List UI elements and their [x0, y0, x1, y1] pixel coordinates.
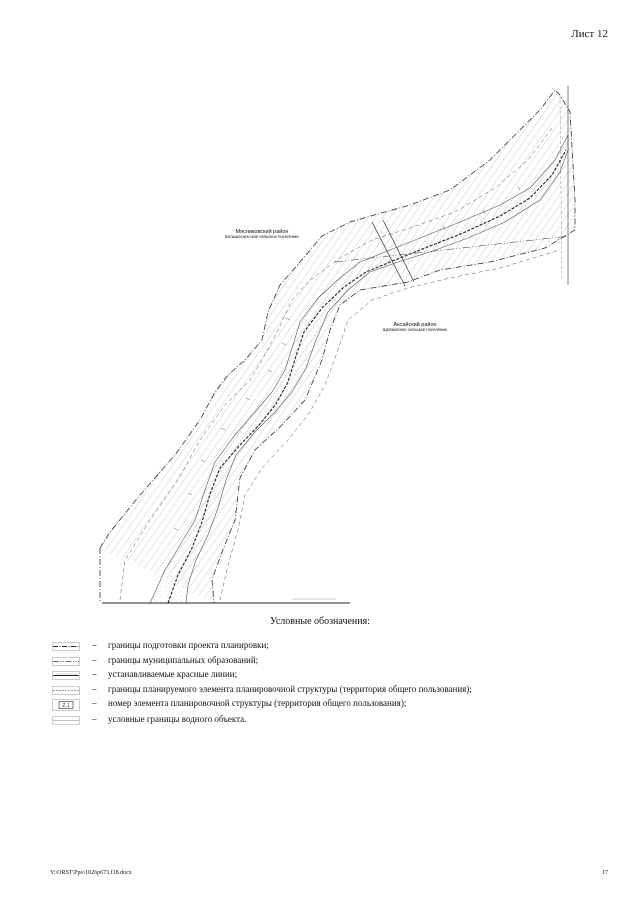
legend-item: Z.1 – номер элемента планировочной струк…: [52, 698, 612, 714]
legend-title: Условные обозначения:: [269, 616, 370, 627]
element-number-symbol-label: Z.1: [62, 703, 69, 709]
region-label-left: Мясниковский район Большесальское сельск…: [212, 229, 312, 240]
legend-item: – границы планируемого элемента планиров…: [52, 684, 612, 699]
legend-text: границы муниципальных образований;: [108, 654, 259, 665]
legend-dash: –: [92, 698, 97, 708]
legend-dash: –: [92, 669, 97, 679]
legend-dash: –: [92, 654, 97, 665]
legend: – границы подготовки проекта планировки;…: [52, 640, 612, 729]
water-boundary-icon: [52, 716, 80, 725]
footer-file-path: Y:\ORST\Ppo\1026p673.f18.docx: [50, 870, 132, 876]
legend-text: номер элемента планировочной структуры (…: [108, 698, 407, 708]
legend-item: – границы муниципальных образований;: [52, 655, 612, 670]
planning-boundary-icon: [52, 642, 80, 651]
legend-dash: –: [92, 683, 97, 694]
planning-map: Мясниковский район Большесальское сельск…: [99, 86, 576, 604]
municipal-boundary-icon: [52, 656, 80, 666]
sheet-number: Лист 12: [571, 28, 608, 40]
settlement-name-right: Щепкинское сельское поселение: [382, 327, 448, 333]
settlement-name-left: Большесальское сельское поселение: [225, 234, 299, 240]
red-lines-icon: [52, 671, 80, 680]
municipal-boundary-line: [371, 219, 415, 287]
map-drawing: [99, 86, 576, 604]
red-line: [167, 149, 567, 604]
legend-text: границы планируемого элемента планировоч…: [108, 683, 472, 694]
legend-item: – устанавливаемые красные линии;: [52, 669, 612, 684]
legend-item: – условные границы водного объекта.: [52, 714, 612, 729]
legend-dash: –: [92, 640, 97, 650]
region-name-right: Аксайский район: [393, 322, 437, 328]
element-number-icon: Z.1: [52, 699, 80, 711]
region-label-right: Аксайский район Щепкинское сельское посе…: [365, 322, 465, 333]
legend-text: устанавливаемые красные линии;: [108, 669, 238, 679]
legend-text: условные границы водного объекта.: [108, 714, 247, 724]
planning-boundary-line: [99, 89, 576, 604]
region-name-left: Мясниковский район: [235, 229, 289, 235]
legend-dash: –: [92, 714, 97, 724]
legend-item: – границы подготовки проекта планировки;: [52, 640, 612, 655]
footer-page-number: 17: [602, 870, 608, 876]
element-boundary-icon: [52, 685, 80, 695]
legend-text: границы подготовки проекта планировки;: [108, 640, 269, 650]
